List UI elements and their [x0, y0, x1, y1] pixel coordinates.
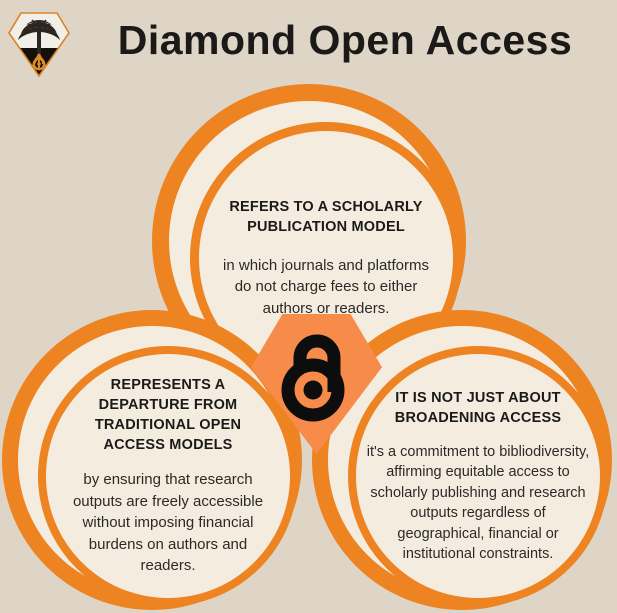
diamond-tree-logo-icon [8, 8, 70, 78]
ring-gap: IT IS NOT JUST ABOUT BROADENING ACCESS i… [328, 326, 608, 606]
open-access-unlocked-padlock-icon [281, 334, 344, 422]
node-top-body: in which journals and platforms do not c… [223, 256, 429, 317]
page-title: Diamond Open Access [117, 17, 573, 63]
node-left-heading: REPRESENTS A DEPARTURE FROM TRADITIONAL … [94, 377, 242, 454]
node-left: REPRESENTS A DEPARTURE FROM TRADITIONAL … [2, 310, 302, 610]
node-right-body: it's a commitment to bibliodiversity, af… [366, 443, 590, 563]
ring-gap: REPRESENTS A DEPARTURE FROM TRADITIONAL … [18, 326, 298, 606]
node-top-heading: REFERS TO A SCHOLARLY PUBLICATION MODEL [229, 198, 423, 235]
node-right-heading: IT IS NOT JUST ABOUT BROADENING ACCESS [394, 389, 562, 426]
center-diamond-badge [251, 314, 382, 454]
node-right-content: IT IS NOT JUST ABOUT BROADENING ACCESS i… [356, 354, 600, 598]
node-left-content: REPRESENTS A DEPARTURE FROM TRADITIONAL … [46, 354, 290, 598]
node-left-body: by ensuring that research outputs are fr… [72, 471, 264, 575]
header: Diamond Open Access [0, 0, 617, 86]
